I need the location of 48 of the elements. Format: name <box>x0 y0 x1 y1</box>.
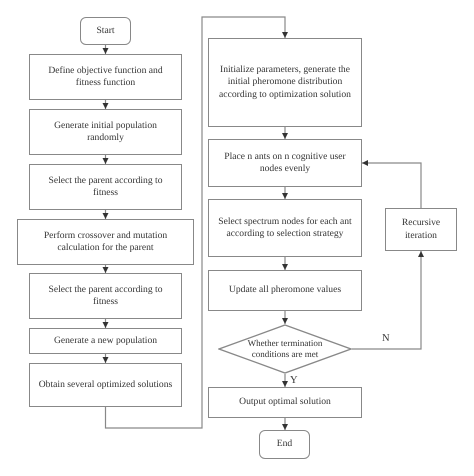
process-box <box>385 208 457 251</box>
arrow <box>102 100 108 109</box>
process-box <box>29 273 182 319</box>
process-box <box>29 109 182 155</box>
node-text: Select the parent according to fitness <box>47 284 164 308</box>
process-box <box>29 328 182 354</box>
arrow <box>282 418 288 430</box>
node-text: Start <box>96 24 115 38</box>
node-text: Output optimal solution <box>239 396 331 409</box>
node-text: Generate initial population randomly <box>53 120 158 144</box>
node-text: Select spectrum nodes for each ant according to selection strategy <box>217 216 353 240</box>
process-box <box>208 387 362 418</box>
decision-diamond <box>218 324 352 374</box>
node-text: Whether termination conditions are met <box>246 338 324 360</box>
arrow <box>362 160 422 208</box>
arrow <box>352 251 424 350</box>
node-text: Update all pheromone values <box>228 284 342 297</box>
arrow <box>282 127 288 139</box>
node-text: Perform crossover and mutation calculation for the parent <box>42 230 168 254</box>
process-box <box>29 363 182 407</box>
node-text: Define objective function and fitness function <box>47 64 164 90</box>
terminal-box <box>80 17 131 45</box>
process-box <box>208 270 362 311</box>
process-box <box>17 219 194 265</box>
process-box <box>29 54 182 100</box>
terminal-box <box>259 430 310 459</box>
arrow <box>282 257 288 270</box>
node-text: Obtain several optimized solutions <box>38 378 172 392</box>
node-text: Initialize parameters, generate the initial pheromone distribution according to optimization solution <box>218 64 352 102</box>
process-box <box>29 164 182 210</box>
process-box <box>208 139 362 187</box>
arrow <box>102 45 108 54</box>
node-text: Generate a new population <box>54 334 158 348</box>
arrow <box>282 311 288 324</box>
node-text: Place n ants on n cognitive user nodes evenly <box>223 150 347 176</box>
arrow <box>102 265 108 273</box>
node-text: End <box>276 438 292 451</box>
arrow <box>102 354 108 363</box>
arrow <box>102 155 108 164</box>
arrow <box>102 319 108 328</box>
node-text: Select the parent according to fitness <box>47 174 164 200</box>
arrow <box>282 187 288 199</box>
process-box <box>208 38 362 127</box>
arrow <box>102 210 108 219</box>
node-text: Recursive iteration <box>400 217 442 242</box>
process-box <box>208 199 362 257</box>
arrow <box>104 16 288 429</box>
arrow <box>282 374 288 387</box>
